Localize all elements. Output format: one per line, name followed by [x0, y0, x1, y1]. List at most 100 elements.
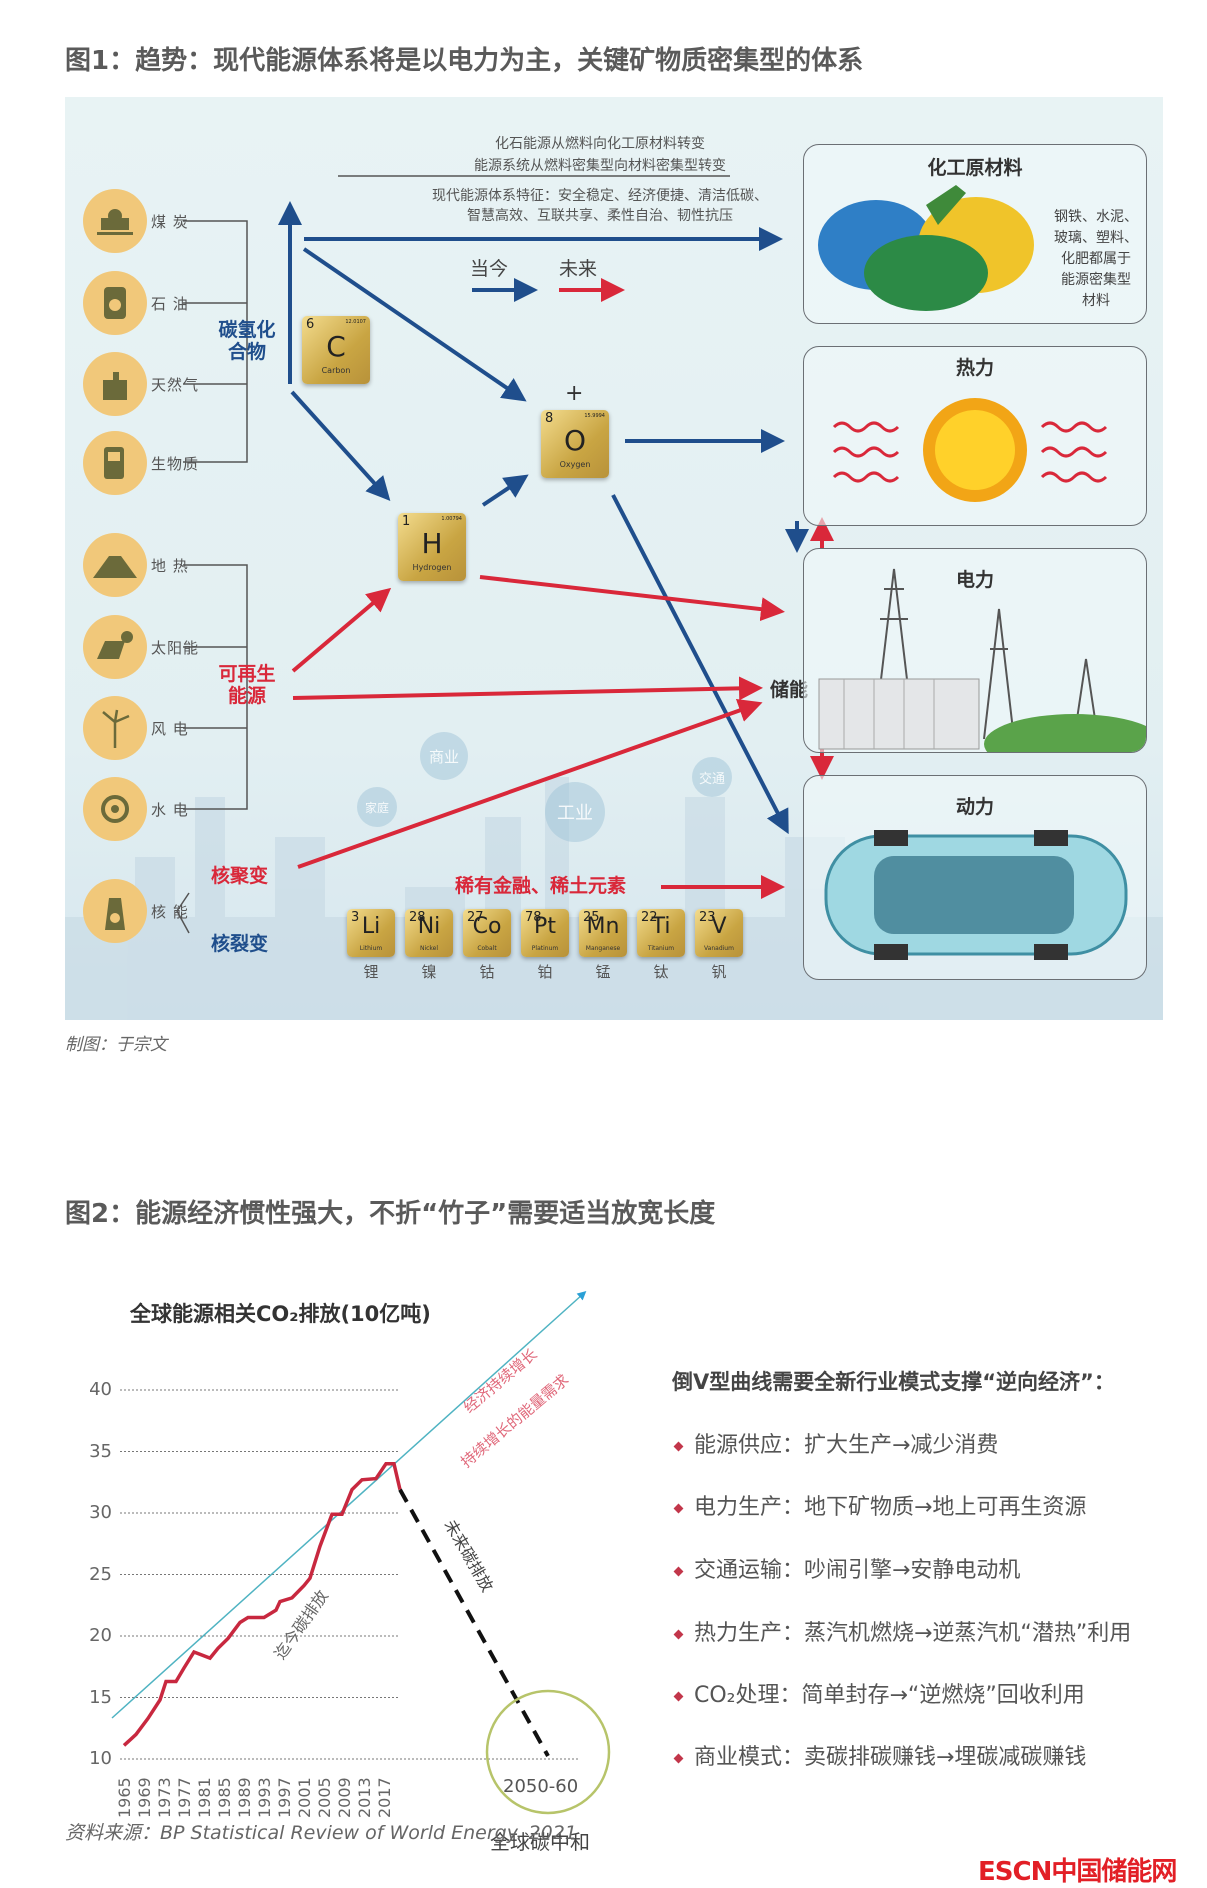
volcano-icon [83, 533, 147, 597]
bullet-icon [673, 1691, 684, 1701]
note-line-1: 化石能源从燃料向化工原材料转变 [495, 136, 705, 152]
energy-system-diagram: 化石能源从燃料向化工原材料转变 能源系统从燃料密集型向材料密集型转变 现代能源体… [65, 97, 1163, 1020]
source-wind: 风 电 [151, 720, 189, 738]
list-item: 商业模式：卖碳排碳赚钱→埋碳减碳赚钱 [673, 1739, 1086, 1771]
rare-metals-label: 稀有金融、稀土元素 [455, 875, 627, 897]
x-tick-label: 1977 [175, 1777, 194, 1818]
source-oil: 石 油 [151, 295, 189, 313]
y-tick-label: 20 [89, 1625, 112, 1646]
x-tick-label: 2001 [295, 1777, 314, 1818]
power-title: 电力 [955, 569, 994, 591]
flow-arrows [176, 175, 834, 934]
x-tick-label: 1973 [155, 1777, 174, 1818]
hydrocarbon-label: 碳氢化合物 [218, 319, 276, 363]
x-tick-label: 2005 [315, 1777, 334, 1818]
emissions-line [122, 1462, 402, 1747]
y-tick-label: 15 [89, 1686, 112, 1708]
x-tick-label: 2013 [355, 1777, 374, 1818]
figure2-source: 资料来源：BP Statistical Review of World Ener… [65, 1822, 577, 1844]
source-nuclear: 核 能 [151, 903, 189, 921]
output-box-motion: 动力 [803, 775, 1147, 980]
bullet-icon [673, 1753, 684, 1763]
oil-barrel-icon [83, 271, 147, 335]
biomass-pump-icon [83, 431, 147, 495]
source-geothermal: 地 热 [151, 557, 189, 575]
chemicals-title: 化工原材料 [927, 157, 1023, 179]
fusion-label: 核聚变 [211, 865, 269, 887]
solar-panel-icon [83, 615, 147, 679]
nuclear-plant-icon [83, 879, 147, 943]
bullet-icon [673, 1503, 684, 1513]
chart-title: 全球能源相关CO₂排放(10亿吨) [130, 1302, 431, 1326]
source-solar: 太阳能 [151, 639, 200, 657]
sector-bubble-commercial: 商业 [420, 732, 468, 780]
sector-bubble-transport: 交通 [692, 757, 732, 797]
x-tick-label: 1997 [275, 1777, 294, 1818]
figure1-caption: 制图：于宗文 [65, 1035, 167, 1055]
list-item: 电力生产：地下矿物质→地上可再生资源 [673, 1489, 1086, 1521]
storage-label: 储能 [770, 679, 809, 701]
x-tick-label: 1969 [135, 1777, 154, 1818]
y-tick-label: 35 [89, 1440, 112, 1462]
list-item: 能源供应：扩大生产→减少消费 [673, 1427, 998, 1459]
list-item: 热力生产：蒸汽机燃烧→逆蒸汽机“潜热”利用 [673, 1615, 1131, 1647]
bullet-icon [673, 1629, 684, 1639]
x-tick-label: 1985 [215, 1777, 234, 1818]
y-tick-label: 40 [89, 1379, 112, 1400]
x-tick-label: 2017 [375, 1777, 394, 1818]
power-grid-image [818, 568, 1146, 752]
y-tick-label: 10 [89, 1748, 112, 1769]
output-box-chemicals: 化工原材料 钢铁、水泥、玻璃、塑料、化肥都属于能源密集型材料 [803, 144, 1147, 324]
wind-turbine-icon [83, 696, 147, 760]
figure2-title: 图2：能源经济惯性强大，不折“竹子”需要适当放宽长度 [65, 1199, 716, 1229]
heat-title: 热力 [955, 357, 994, 379]
x-tick-label: 1993 [255, 1777, 274, 1818]
legend-future: 未来 [559, 258, 598, 280]
list-item: 交通运输：吵闹引擎→安静电动机 [673, 1552, 1020, 1584]
chemicals-note: 钢铁、水泥、玻璃、塑料、化肥都属于能源密集型材料 [1054, 209, 1138, 309]
source-coal: 煤 炭 [151, 213, 189, 231]
hydro-icon [83, 777, 147, 841]
coal-icon [83, 189, 147, 253]
renewable-label: 可再生能源 [218, 663, 276, 707]
plus-sign: + [565, 381, 584, 406]
carbon-neutral-circle [485, 1689, 611, 1815]
escn-logo: ESCN中国储能网 [978, 1857, 1177, 1887]
sector-bubble-household: 家庭 [357, 787, 397, 827]
list-item: CO₂处理：简单封存→“逆燃烧”回收利用 [673, 1677, 1085, 1709]
note-line-4: 智慧高效、互联共享、柔性自治、韧性抗压 [467, 208, 733, 224]
y-tick-label: 25 [89, 1563, 112, 1585]
y-tick-label: 30 [89, 1502, 112, 1523]
source-biomass: 生物质 [151, 455, 200, 473]
bullet-icon [673, 1566, 684, 1576]
output-box-heat: 热力 [803, 346, 1147, 526]
bullet-icon [673, 1441, 684, 1451]
figure1-title: 图1：趋势：现代能源体系将是以电力为主，关键矿物质密集型的体系 [65, 46, 864, 76]
x-tick-label: 2009 [335, 1777, 354, 1818]
x-tick-label: 1989 [235, 1777, 254, 1818]
source-hydro: 水 电 [151, 801, 189, 819]
list-heading: 倒V型曲线需要全新行业模式支撑“逆向经济”： [672, 1370, 1115, 1394]
legend-now: 当今 [470, 258, 509, 280]
fission-label: 核裂变 [211, 933, 269, 955]
future-emissions-dashed-line [398, 1488, 550, 1757]
x-tick-label: 1965 [115, 1777, 134, 1818]
note-line-3: 现代能源体系特征：安全稳定、经济便捷、清洁低碳、 [432, 188, 768, 204]
target-period-label: 2050-60 [503, 1776, 579, 1797]
output-box-power: 电力 [803, 548, 1147, 753]
electric-car-image [824, 830, 1128, 960]
gas-pipe-icon [83, 352, 147, 416]
note-line-2: 能源系统从燃料密集型向材料密集型转变 [474, 158, 726, 174]
source-gas: 天然气 [151, 376, 200, 394]
emissions-chart [111, 1290, 611, 1815]
